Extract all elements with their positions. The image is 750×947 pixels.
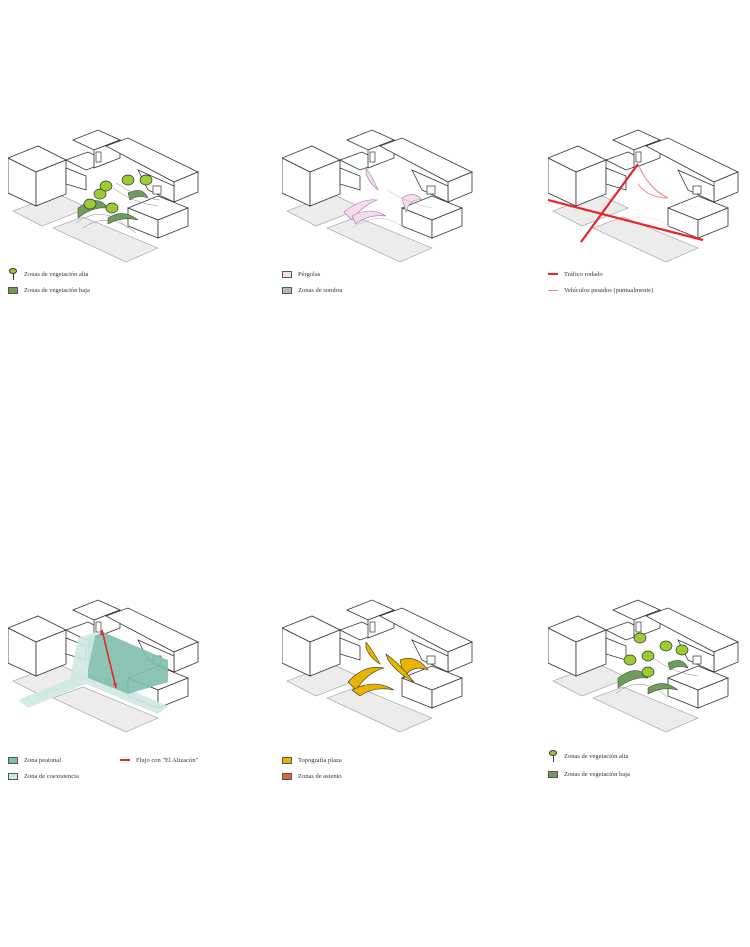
axonometric-drawing bbox=[548, 129, 739, 263]
axonometric-drawing bbox=[8, 599, 199, 733]
legend-label: Tráfico rodado bbox=[564, 270, 603, 278]
legend-label: Zonas de vegetación alta bbox=[564, 752, 629, 760]
teal-swatch-icon bbox=[8, 756, 18, 764]
legend-label: Pérgolas bbox=[298, 270, 321, 278]
tree-icon bbox=[548, 750, 558, 762]
legend-item: Zona peatonal Flujo con "El Altzacón" bbox=[8, 754, 198, 766]
legend-item: Zonas de vegetación alta bbox=[8, 268, 88, 280]
legend-item: Zonas de asiento bbox=[282, 770, 342, 782]
yellow-swatch-icon bbox=[282, 756, 292, 764]
light-teal-swatch-icon bbox=[8, 772, 18, 780]
axonometric-drawing bbox=[282, 599, 473, 733]
pink-line-icon bbox=[548, 289, 558, 291]
legend-item: Pérgolas bbox=[282, 268, 320, 280]
green-swatch-icon bbox=[548, 770, 558, 778]
green-swatch-icon bbox=[8, 286, 18, 294]
grey-swatch-icon bbox=[282, 286, 292, 294]
legend-item: Zona de coexistencia bbox=[8, 770, 79, 782]
legend-item: Tráfico rodado bbox=[548, 268, 603, 280]
legend-label: Zonas de vegetación baja bbox=[24, 286, 90, 294]
axonometric-drawing bbox=[282, 129, 473, 263]
legend-item: Zonas de vegetación alta bbox=[548, 750, 628, 762]
axonometric-drawing bbox=[548, 599, 739, 733]
legend-label: Zonas de sombra bbox=[298, 286, 343, 294]
diagram-panel-vegetacion-1: Zonas de vegetación alta Zonas de vegeta… bbox=[8, 128, 228, 328]
legend-item: Zonas de vegetación baja bbox=[548, 768, 630, 780]
legend-item: Zonas de vegetación baja bbox=[8, 284, 90, 296]
legend-label: Zona de coexistencia bbox=[24, 772, 79, 780]
legend-label: Zonas de vegetación alta bbox=[24, 270, 89, 278]
diagram-panel-topografia: Topografía plaza Zonas de asiento bbox=[282, 598, 502, 798]
diagram-panel-trafico: Tráfico rodado Vehículos pesados (puntua… bbox=[548, 128, 750, 328]
legend-item: Vehículos pesados (puntualmente) bbox=[548, 284, 653, 296]
red-line-icon bbox=[120, 759, 130, 761]
legend-item: Topografía plaza bbox=[282, 754, 342, 766]
orange-swatch-icon bbox=[282, 772, 292, 780]
legend-item: Flujo con "El Altzacón" bbox=[120, 754, 198, 766]
legend-label: Zonas de vegetación baja bbox=[564, 770, 630, 778]
tree-icon bbox=[8, 268, 18, 280]
legend-item: Zonas de sombra bbox=[282, 284, 342, 296]
legend-label: Topografía plaza bbox=[298, 756, 342, 764]
axonometric-drawing bbox=[8, 129, 199, 263]
pink-swatch-icon bbox=[282, 270, 292, 278]
legend-label: Zona peatonal bbox=[24, 756, 61, 764]
diagram-panel-vegetacion-2: Zonas de vegetación alta Zonas de vegeta… bbox=[548, 598, 750, 798]
diagram-panel-pergolas: Pérgolas Zonas de sombra bbox=[282, 128, 502, 328]
legend-label: Vehículos pesados (puntualmente) bbox=[564, 286, 654, 294]
diagram-panel-peatonal: Zona peatonal Flujo con "El Altzacón" Zo… bbox=[8, 598, 228, 798]
red-line-icon bbox=[548, 273, 558, 275]
legend-label: Zonas de asiento bbox=[298, 772, 342, 780]
legend-label: Flujo con "El Altzacón" bbox=[136, 756, 199, 764]
